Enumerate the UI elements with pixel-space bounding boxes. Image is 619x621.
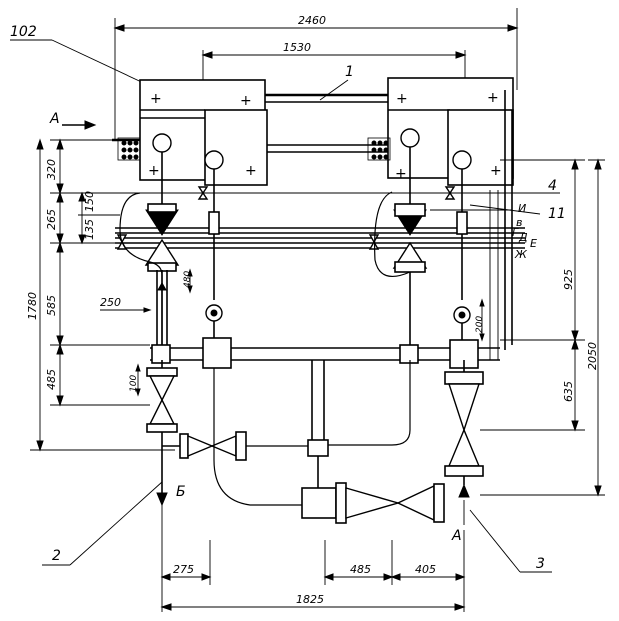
gauge-icon	[452, 150, 472, 170]
dim-label-485-bottom: 485	[350, 563, 371, 576]
svg-text:+: +	[487, 90, 499, 106]
svg-text:+: +	[148, 163, 160, 179]
bottom-horizontal-valve-right	[301, 482, 445, 524]
dim-label-265: 265	[45, 209, 58, 230]
line-label-zh: Ж	[514, 248, 528, 261]
dim-label-585: 585	[45, 295, 58, 316]
dim-label-100: 100	[129, 375, 139, 392]
dim-label-150: 150	[83, 191, 96, 212]
flow-label-a: А	[451, 528, 462, 544]
dim-label-200: 200	[475, 316, 485, 333]
svg-text:+: +	[150, 91, 162, 107]
line-label-d: Д	[518, 231, 528, 244]
left-lower-valve: Б	[146, 360, 186, 507]
svg-text:+: +	[396, 91, 408, 107]
line-label-v: в	[516, 216, 522, 229]
right-dimension-chain: 925 635 2050	[480, 158, 605, 497]
local-dimensions: 480 200 250 100	[100, 268, 485, 397]
callout-102: 102	[10, 24, 151, 87]
dim-label-635: 635	[562, 381, 575, 402]
middle-upper-box: + +	[204, 93, 268, 186]
terminal-block-left	[117, 137, 141, 161]
right-inner-box: +	[447, 109, 514, 186]
svg-text:+: +	[395, 166, 407, 182]
callouts-right: 4 11 И в Г Д Е Ж	[469, 178, 566, 261]
dim-label-1825: 1825	[296, 593, 324, 606]
terminal-block-right	[367, 137, 391, 161]
callout-label-3: 3	[536, 556, 545, 572]
dim-label-480: 480	[183, 271, 193, 288]
svg-text:+: +	[490, 163, 502, 179]
dim-label-485-left: 485	[45, 369, 58, 390]
bottom-dimension-chain: 275 485 405 1825	[160, 505, 466, 612]
callout-label-1: 1	[345, 64, 354, 80]
callout-label-4: 4	[548, 178, 557, 194]
dim-label-2460: 2460	[298, 14, 326, 27]
small-valves	[116, 186, 456, 250]
callout-2: 2	[42, 481, 163, 566]
left-dimension-chain: 320 265 585 485 1780 150 135	[26, 138, 175, 452]
dim-label-275: 275	[173, 563, 194, 576]
svg-text:+: +	[240, 93, 252, 109]
dim-label-320: 320	[45, 159, 58, 180]
dimension-2460: 2460	[113, 8, 519, 140]
line-label-e: Е	[530, 237, 537, 250]
callout-1: 1	[319, 64, 354, 101]
sensor-column-right	[453, 169, 471, 345]
dim-label-1780: 1780	[26, 292, 39, 320]
dim-label-1530: 1530	[283, 41, 311, 54]
line-label-g: Г	[512, 226, 519, 239]
gauge-icon	[152, 133, 172, 153]
sensor-column-left	[205, 169, 223, 345]
dim-label-135: 135	[83, 219, 96, 240]
right-valve-assembly	[392, 147, 428, 350]
flow-label-b: Б	[176, 484, 186, 500]
dim-label-925: 925	[562, 269, 575, 290]
right-frame	[489, 90, 513, 360]
main-horizontal-pipe	[60, 337, 500, 369]
check-valve-icon	[197, 186, 209, 195]
view-label-a: A	[49, 111, 60, 127]
callout-3: 3	[469, 509, 552, 573]
right-lower-valve: А	[444, 360, 484, 544]
gauge-icon	[400, 128, 420, 148]
gauge-icon	[204, 150, 224, 170]
dim-label-405: 405	[415, 563, 436, 576]
dim-label-2050: 2050	[586, 342, 599, 370]
svg-text:+: +	[245, 163, 257, 179]
bottom-horizontal-valve-left	[162, 431, 247, 461]
valve-icon	[145, 209, 179, 236]
check-valve-icon	[444, 186, 456, 195]
dim-label-250: 250	[100, 296, 121, 309]
callout-label-2: 2	[52, 548, 61, 564]
view-arrow-a: A	[49, 111, 97, 130]
callout-label-102: 102	[10, 24, 37, 40]
callout-label-11: 11	[548, 206, 566, 222]
center-risers	[119, 191, 411, 506]
collector-lines	[115, 192, 530, 249]
line-label-i: И	[518, 202, 526, 215]
